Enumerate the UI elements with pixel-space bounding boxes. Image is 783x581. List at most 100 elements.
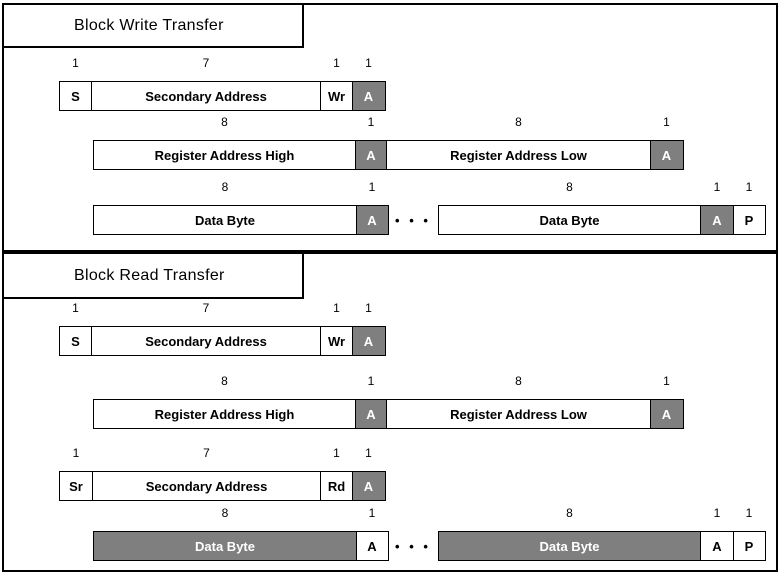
bit-count: 1 <box>368 506 376 520</box>
cell-secondary-address: 7 Secondary Address <box>90 56 322 111</box>
read-repeated-start-frame: 1 Sr 7 Secondary Address 1 Rd 1 A <box>59 446 386 501</box>
bit-count: 7 <box>202 301 210 315</box>
bit-count: 1 <box>333 301 340 315</box>
field-label: P <box>744 212 754 228</box>
read-secondary-address-frame: 1 S 7 Secondary Address 1 Wr 1 A <box>59 301 386 356</box>
cell-stop: 1 P <box>732 506 766 561</box>
cell-rd: 1 Rd <box>320 446 353 501</box>
field-label: S <box>71 333 80 349</box>
field-label: Data Byte <box>195 538 255 554</box>
bit-count: 1 <box>367 374 375 388</box>
cell-start: 1 S <box>59 301 92 356</box>
bit-count: 1 <box>365 56 372 70</box>
cell-ack: 1 A <box>351 56 386 111</box>
cell-ack: 1 A <box>700 506 734 561</box>
field-label: Sr <box>69 478 83 494</box>
field-label: Secondary Address <box>145 333 267 349</box>
bit-count: 8 <box>515 374 522 388</box>
field-label: Register Address Low <box>450 406 587 422</box>
bit-count: 1 <box>333 56 340 70</box>
bit-count: 8 <box>221 374 228 388</box>
bit-count: 1 <box>365 301 372 315</box>
bit-count: 1 <box>745 506 753 520</box>
bit-count: 8 <box>566 506 573 520</box>
field-label: Wr <box>327 333 346 349</box>
bit-count: 1 <box>72 301 79 315</box>
cell-secondary-address: 7 Secondary Address <box>91 446 322 501</box>
field-label: A <box>366 147 376 163</box>
bit-count: 1 <box>745 180 753 194</box>
bit-count: 7 <box>203 446 210 460</box>
bit-count: 1 <box>72 56 79 70</box>
field-label: Data Byte <box>539 538 600 554</box>
field-label: Data Byte <box>195 212 255 228</box>
ellipsis: • • • <box>395 212 431 228</box>
cell-ack: 1 A <box>355 506 389 561</box>
field-label: A <box>363 478 374 494</box>
field-label: A <box>661 147 672 163</box>
read-register-address-frame: 8 Register Address High 1 A 8 Register A… <box>93 374 684 429</box>
cell-ack: 1 A <box>351 301 386 356</box>
bit-count: 8 <box>515 115 522 129</box>
bit-count: 1 <box>333 446 340 460</box>
field-label: P <box>744 538 754 554</box>
bit-count: 1 <box>368 180 376 194</box>
bit-count: 8 <box>566 180 573 194</box>
field-label: Register Address Low <box>450 147 587 163</box>
field-label: A <box>712 538 722 554</box>
field-label: Register Address High <box>154 147 295 163</box>
field-label: A <box>661 406 672 422</box>
cell-start: 1 S <box>59 56 92 111</box>
cell-ack: 1 A <box>351 446 386 501</box>
write-data-frame: 8 Data Byte 1 A • • • 8 Data Byte 1 A 1 … <box>93 180 766 235</box>
bit-count: 7 <box>202 56 210 70</box>
field-label: Data Byte <box>539 212 600 228</box>
field-label: Register Address High <box>154 406 295 422</box>
field-label: Secondary Address <box>145 478 268 494</box>
bit-count: 8 <box>221 506 229 520</box>
cell-register-address-low: 8 Register Address Low <box>386 374 651 429</box>
cell-stop: 1 P <box>732 180 766 235</box>
field-label: Wr <box>327 88 346 104</box>
field-label: A <box>367 212 377 228</box>
bit-count: 1 <box>713 180 721 194</box>
cell-repeated-start: 1 Sr <box>59 446 93 501</box>
cell-register-address-low: 8 Register Address Low <box>386 115 651 170</box>
read-data-frame: 8 Data Byte 1 A • • • 8 Data Byte 1 A 1 … <box>93 506 766 561</box>
cell-ack: 1 A <box>355 180 389 235</box>
cell-ack: 1 A <box>649 115 684 170</box>
field-label: A <box>363 88 374 104</box>
bit-count: 1 <box>72 446 80 460</box>
cell-data-byte: 8 Data Byte <box>437 180 702 235</box>
field-label: Rd <box>327 478 346 494</box>
ellipsis: • • • <box>395 538 431 554</box>
write-section-frame <box>2 3 778 252</box>
cell-wr: 1 Wr <box>320 56 353 111</box>
field-label: A <box>712 212 722 228</box>
field-label: Secondary Address <box>145 88 267 104</box>
cell-data-byte: 8 Data Byte <box>93 180 357 235</box>
cell-ack: 1 A <box>354 115 388 170</box>
bit-count: 1 <box>663 374 670 388</box>
field-label: A <box>366 406 376 422</box>
cell-data-byte: 8 Data Byte <box>93 506 357 561</box>
cell-register-address-high: 8 Register Address High <box>93 374 356 429</box>
read-section-title: Block Read Transfer <box>74 266 225 284</box>
bit-count: 8 <box>221 180 229 194</box>
bit-count: 8 <box>221 115 228 129</box>
cell-data-byte: 8 Data Byte <box>437 506 702 561</box>
read-section-frame <box>2 252 778 572</box>
bit-count: 1 <box>365 446 372 460</box>
cell-wr: 1 Wr <box>320 301 353 356</box>
bit-count: 1 <box>663 115 670 129</box>
read-section-title-box: Block Read Transfer <box>2 252 304 299</box>
cell-register-address-high: 8 Register Address High <box>93 115 356 170</box>
cell-ack: 1 A <box>649 374 684 429</box>
write-register-address-frame: 8 Register Address High 1 A 8 Register A… <box>93 115 684 170</box>
write-section-title: Block Write Transfer <box>74 16 224 34</box>
cell-ack: 1 A <box>354 374 388 429</box>
cell-secondary-address: 7 Secondary Address <box>90 301 322 356</box>
field-label: A <box>363 333 374 349</box>
field-label: A <box>367 538 377 554</box>
